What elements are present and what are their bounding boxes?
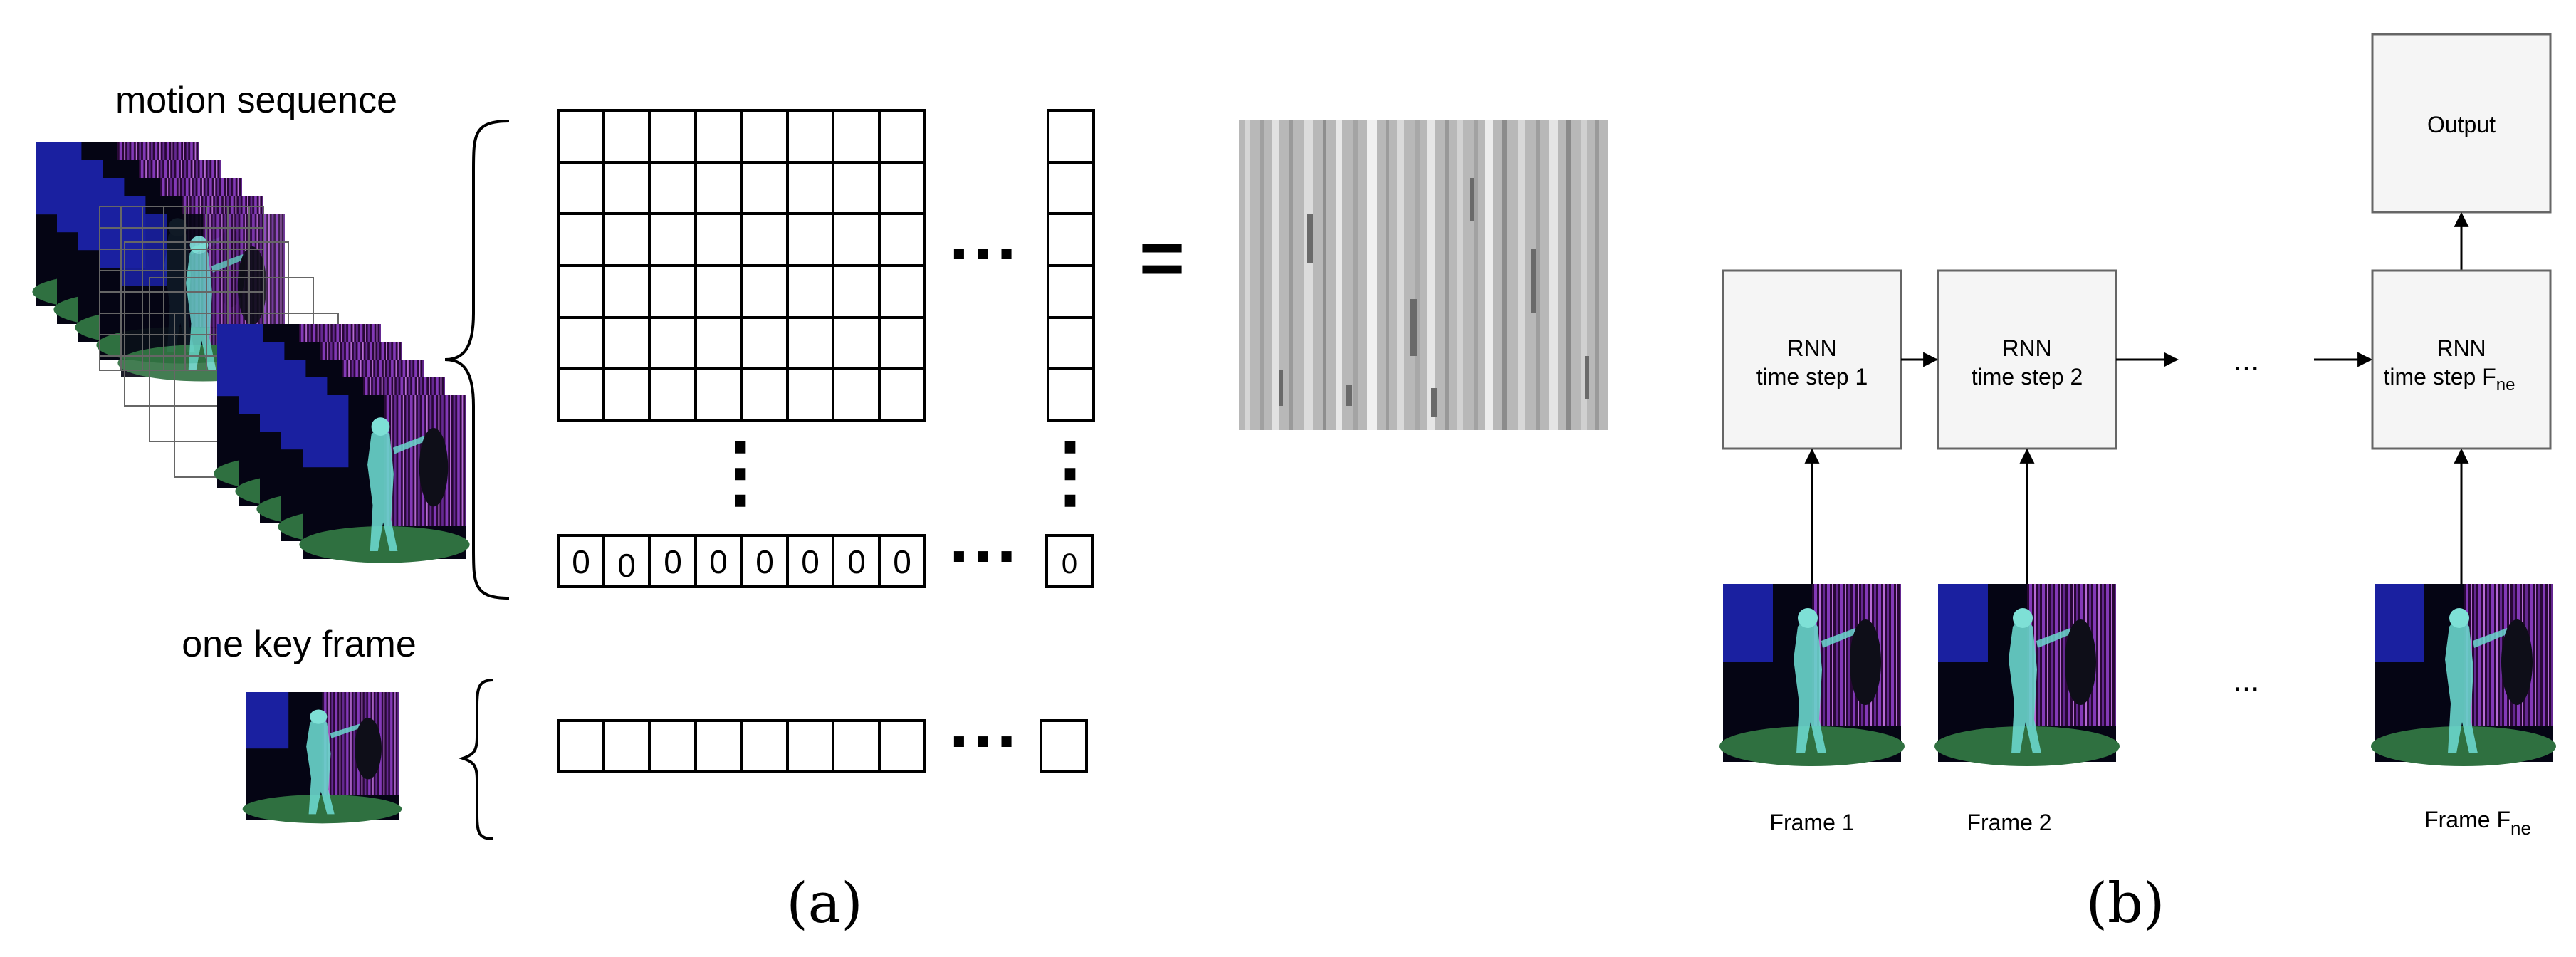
zero-cell: 0: [617, 547, 636, 584]
zero-row-ellipsis-h: ···: [949, 516, 1020, 596]
zero-row: 0 0 0 0 0 0 0 0: [557, 534, 926, 588]
caption-a: (a): [786, 872, 862, 936]
zero-cell: 0: [664, 543, 682, 580]
matrix-last-column: [1047, 109, 1095, 422]
motion-brace: [444, 120, 510, 600]
key-frame-image: [242, 692, 402, 824]
frames-ellipsis: ...: [2234, 663, 2260, 698]
rnn-cell-2-line2: time step 2: [1972, 364, 2083, 389]
zero-last-cell-box: [1045, 534, 1094, 588]
rnn-cell-1-line2: time step 1: [1756, 364, 1868, 389]
matrix-ellipsis-v: ⋮: [701, 428, 780, 516]
rnn-cell-last-subscript: ne: [2496, 375, 2515, 394]
frame-1-image: [1719, 584, 1905, 766]
zero-last-cell: 0: [1062, 548, 1077, 580]
equals-sign: =: [1139, 214, 1185, 302]
rnn-cell-2: RNN time step 2: [1937, 269, 2117, 450]
frame-1-label: Frame 1: [1769, 810, 1854, 835]
rnn-cell-1: RNN time step 1: [1722, 269, 1902, 450]
panel-a: motion sequence: [32, 80, 1608, 936]
rnn-cell-last-line1: RNN: [2436, 335, 2486, 361]
frame-last-label-wrap: Frame Fne: [2424, 807, 2531, 839]
key-frame-last-cell: [1040, 719, 1088, 773]
output-box: [2371, 33, 2552, 214]
panel-b: Output RNN time step 1 RNN time step 2 R…: [1719, 33, 2556, 936]
rnn-cell-last-line2-wrap: time step Fne: [2384, 364, 2515, 394]
matrix-ellipsis-h: ···: [949, 214, 1020, 293]
frame-last-label: Frame F: [2424, 807, 2510, 832]
frame-last-image: [2371, 584, 2556, 766]
result-feature-image: [1239, 120, 1608, 430]
last-column-ellipsis-v: ⋮: [1031, 428, 1109, 516]
zero-cell: 0: [847, 543, 866, 580]
key-frame-brace: [458, 679, 494, 840]
rnn-cell-last-line2: time step F: [2384, 364, 2496, 389]
zero-cell: 0: [893, 543, 911, 580]
key-frame-ellipsis-h: ···: [949, 701, 1020, 781]
rnn-ellipsis: ...: [2234, 342, 2260, 377]
zero-cell: 0: [801, 543, 820, 580]
frame-2-image: [1934, 584, 2120, 766]
zero-cell: 0: [755, 543, 774, 580]
frame-2-label: Frame 2: [1967, 810, 2051, 835]
feature-matrix: [557, 109, 926, 422]
motion-sequence-label: motion sequence: [115, 80, 397, 121]
zero-cell: 0: [709, 543, 728, 580]
key-frame-vector: [557, 719, 926, 773]
caption-b: (b): [2086, 872, 2165, 936]
output-label: Output: [2427, 112, 2496, 137]
rnn-cell-1-line1: RNN: [1787, 335, 1836, 361]
rnn-cell-last: RNN time step Fne: [2371, 269, 2552, 450]
key-frame-label: one key frame: [182, 624, 417, 665]
zero-cell: 0: [572, 543, 590, 580]
frame-last-subscript: ne: [2510, 817, 2531, 839]
motion-frame-stack-bottom: [214, 324, 470, 563]
rnn-cell-2-line1: RNN: [2002, 335, 2051, 361]
